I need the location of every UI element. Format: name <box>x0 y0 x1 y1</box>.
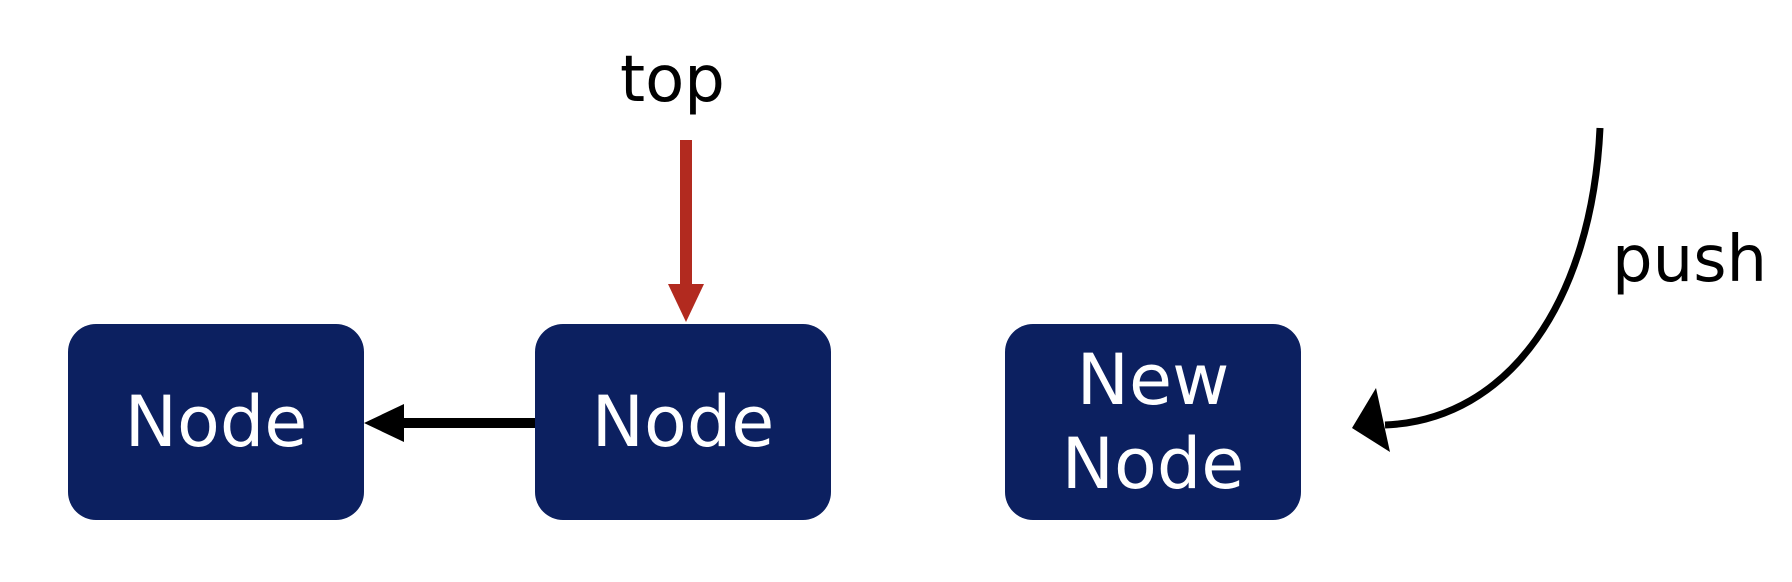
push-operation-label: push <box>1612 223 1768 297</box>
stack-node-top: Node <box>535 324 831 520</box>
node-label: Node <box>591 381 775 463</box>
new-node-label: New Node <box>1062 338 1245 506</box>
stack-node-bottom: Node <box>68 324 364 520</box>
top-pointer-arrow <box>668 140 704 322</box>
new-node-label-line-1: New <box>1076 339 1230 421</box>
new-node-label-line-2: Node <box>1061 423 1245 505</box>
new-node: New Node <box>1005 324 1301 520</box>
push-arrow <box>1352 127 1604 452</box>
next-link-arrow <box>364 404 535 442</box>
top-pointer-label: top <box>620 43 725 117</box>
node-label: Node <box>124 381 308 463</box>
